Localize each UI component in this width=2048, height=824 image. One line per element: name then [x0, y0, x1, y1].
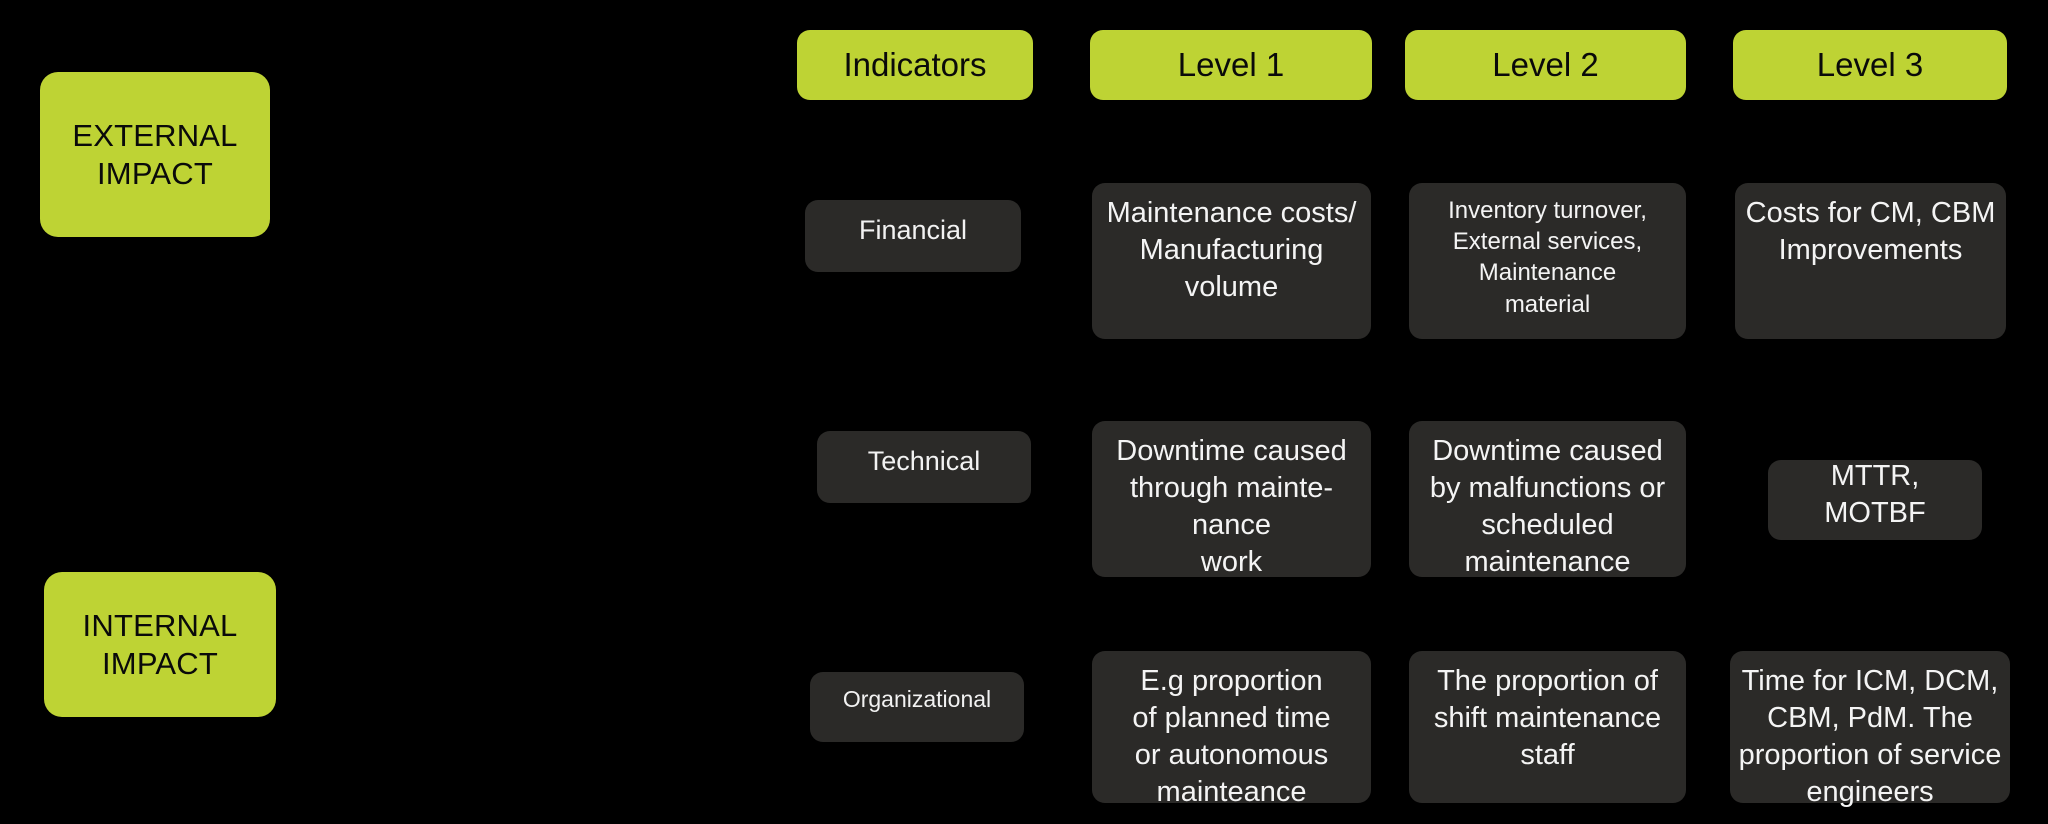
header-indicators: Indicators	[797, 30, 1033, 100]
cell-financial-level-2: Inventory turnover, External services, M…	[1409, 183, 1686, 339]
cell-financial-level-3: Costs for CM, CBM Improvements	[1735, 183, 2006, 339]
cell-technical-level-3: MTTR, MOTBF	[1768, 460, 1982, 540]
cell-organizational-level-1: E.g proportion of planned time or autono…	[1092, 651, 1371, 808]
header-level-1: Level 1	[1090, 30, 1372, 100]
internal-impact-box: INTERNAL IMPACT	[44, 572, 276, 717]
cell-organizational-level-3: Time for ICM, DCM, CBM, PdM. The proport…	[1730, 651, 2010, 808]
header-level-3: Level 3	[1733, 30, 2007, 100]
cell-financial-level-1: Maintenance costs/ Manufacturing volume	[1092, 183, 1371, 339]
external-impact-box: EXTERNAL IMPACT	[40, 72, 270, 237]
cell-technical-level-2: Downtime caused by malfunctions or sched…	[1409, 421, 1686, 578]
cell-technical-level-1: Downtime caused through mainte- nance wo…	[1092, 421, 1371, 578]
category-organizational: Organizational	[810, 672, 1024, 742]
category-financial: Financial	[805, 200, 1021, 272]
category-technical: Technical	[817, 431, 1031, 503]
cell-organizational-level-2: The proportion of shift maintenance staf…	[1409, 651, 1686, 803]
header-level-2: Level 2	[1405, 30, 1686, 100]
